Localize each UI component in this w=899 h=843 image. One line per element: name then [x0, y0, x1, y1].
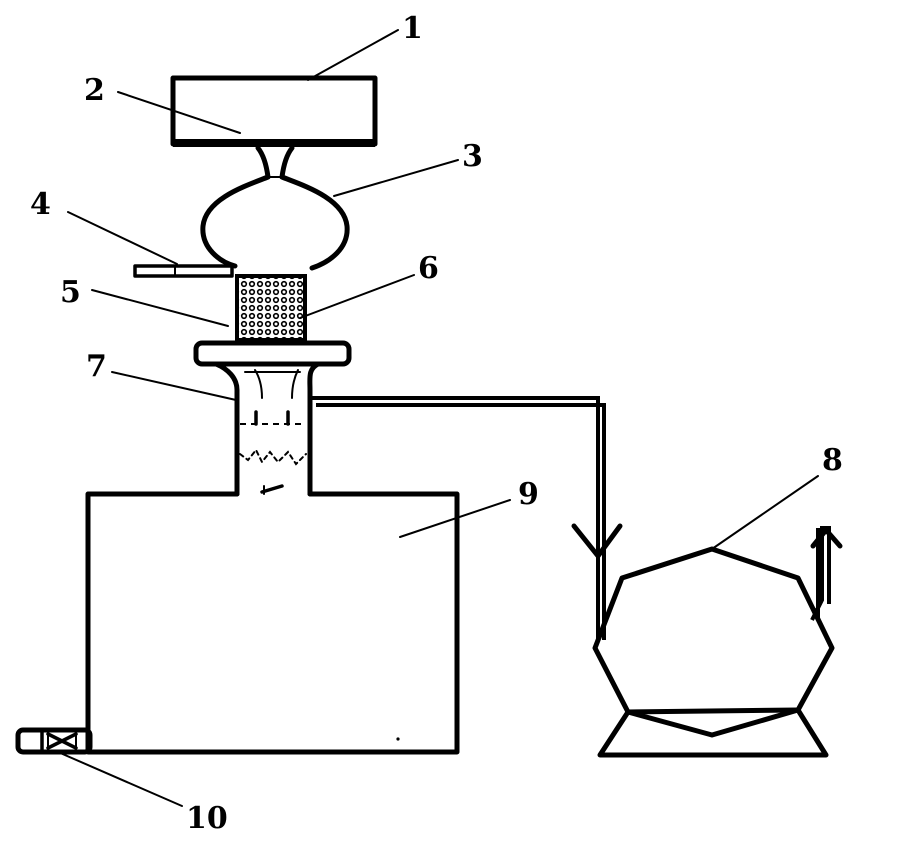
- vacuum-pump-part-8: [592, 526, 843, 758]
- label-6: 6: [418, 251, 439, 286]
- label-10: 10: [186, 801, 228, 836]
- top-box-part-1: [170, 75, 378, 147]
- part-labels: 1 2 3 4 5 6 7 8 9 10: [30, 11, 843, 836]
- bulb-part-3: [200, 145, 350, 271]
- label-7: 7: [86, 349, 107, 384]
- mesh-filter-part-6: [235, 274, 307, 342]
- label-2: 2: [84, 73, 105, 108]
- label-1: 1: [402, 11, 423, 46]
- side-tube-part-4: [133, 264, 234, 278]
- neck-part-7: [213, 361, 321, 497]
- label-9: 9: [518, 477, 539, 512]
- leader-lines: [57, 29, 819, 807]
- flange-plate: [193, 340, 352, 367]
- drain-valve-part-10: [15, 727, 93, 755]
- suction-pipe: [308, 396, 623, 640]
- label-8: 8: [822, 443, 843, 478]
- label-3: 3: [462, 139, 483, 174]
- label-5: 5: [60, 275, 81, 310]
- tank-part-9: [85, 491, 460, 755]
- label-4: 4: [30, 187, 51, 222]
- flow-arrow-down-icon: [571, 523, 623, 559]
